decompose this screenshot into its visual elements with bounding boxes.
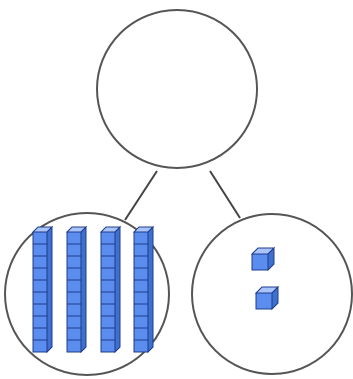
- ten-rod-block: [132, 225, 155, 354]
- tens-blocks-group: [31, 225, 155, 354]
- unit-cube-block: [254, 285, 280, 311]
- unit-cube-block: [250, 246, 276, 272]
- whole-circle: [96, 9, 258, 169]
- connector-line-right: [209, 170, 241, 219]
- ten-rod-block: [31, 225, 54, 354]
- ones-blocks-group: [250, 246, 280, 311]
- connector-line-left: [124, 170, 158, 221]
- ten-rod-block: [99, 225, 122, 354]
- ten-rod-block: [65, 225, 88, 354]
